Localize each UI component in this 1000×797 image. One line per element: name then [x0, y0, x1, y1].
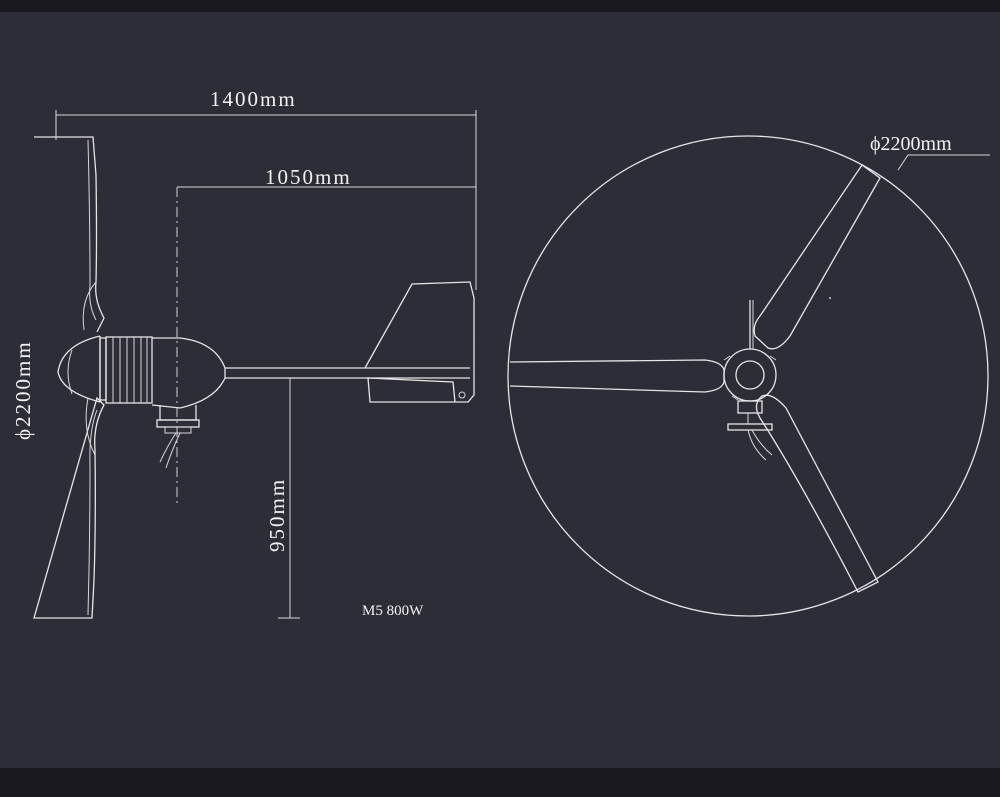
front-blade-upper: [753, 164, 881, 350]
front-blade-left: [509, 359, 725, 393]
side-view: 1400mm 1050mm: [11, 87, 477, 619]
front-blade-lower: [755, 394, 879, 593]
nacelle: [151, 337, 226, 409]
nose-cone: [57, 335, 101, 403]
hub-inner: [735, 360, 765, 390]
top-band: [0, 0, 1000, 12]
dimension-1400: 1400mm: [55, 87, 477, 290]
dimension-950: 950mm: [265, 378, 300, 619]
rotor-circle: [507, 135, 989, 617]
fin-lines: [112, 337, 148, 403]
front-view: ϕ2200mm: [507, 133, 990, 617]
bottom-band: [0, 768, 1000, 797]
dimension-label-1050: 1050mm: [265, 165, 352, 189]
generator-fins: [105, 336, 153, 404]
hub-outer: [723, 348, 777, 402]
side-blade: [33, 136, 105, 619]
dimension-label-950: 950mm: [265, 478, 289, 552]
dimension-1050: 1050mm: [176, 165, 476, 505]
model-label: M5 800W: [362, 603, 424, 619]
tail-fin: [364, 281, 475, 403]
dimension-label-1400: 1400mm: [210, 87, 297, 111]
dimension-label-rotor-front: ϕ2200mm: [870, 133, 952, 155]
dimension-label-rotor-side: ϕ2200mm: [11, 340, 35, 440]
front-flange: [99, 337, 107, 401]
